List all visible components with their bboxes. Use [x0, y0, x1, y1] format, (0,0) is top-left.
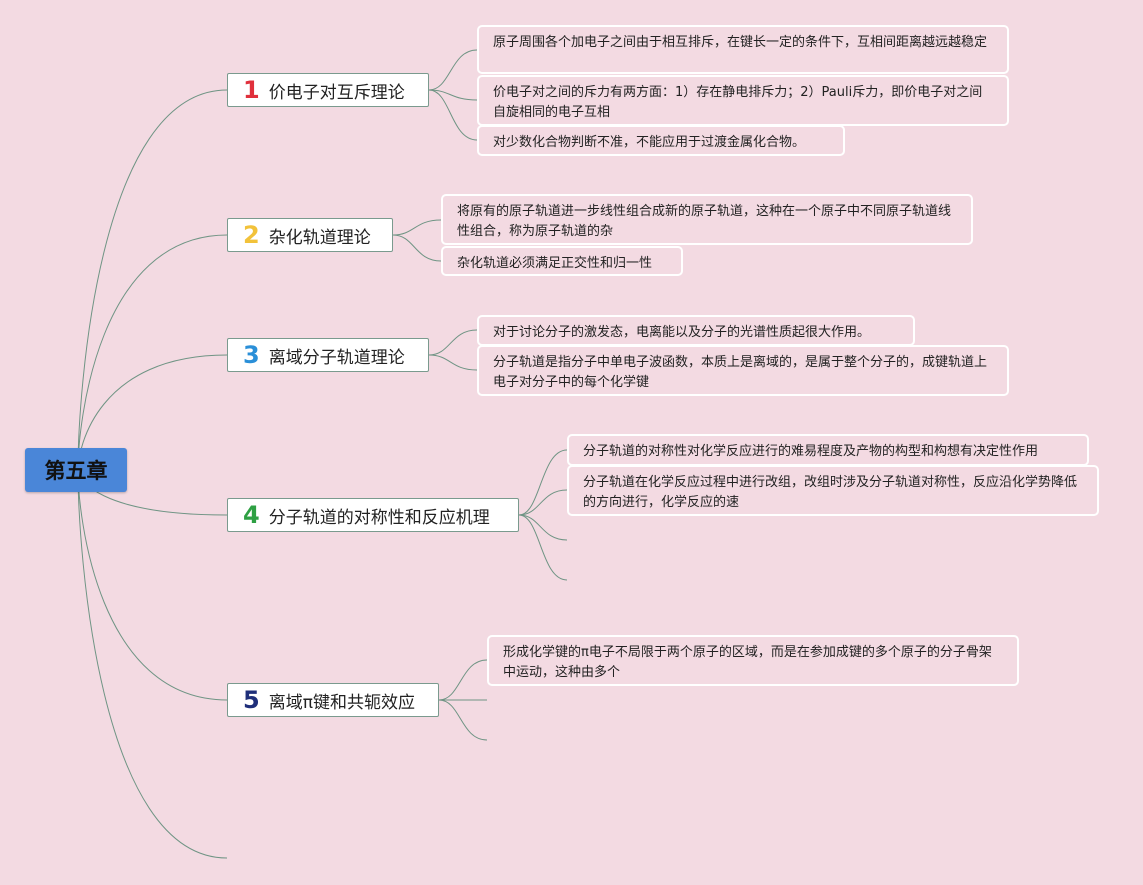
leaf-connector-5-3: [438, 699, 488, 741]
root-connector-5: [77, 469, 228, 701]
root-connector-6: [77, 469, 228, 859]
branch-node-1[interactable]: 1 价电子对互斥理论: [227, 73, 429, 107]
leaf-5-1[interactable]: 形成化学键的π电子不局限于两个原子的区域，而是在参加成键的多个原子的分子骨架中运…: [487, 635, 1019, 686]
leaf-1-2[interactable]: 价电子对之间的斥力有两方面：1）存在静电排斥力；2）Pauli斥力，即价电子对之…: [477, 75, 1009, 126]
branch-label-4: 分子轨道的对称性和反应机理: [268, 507, 490, 528]
branch-label-3: 离域分子轨道理论: [268, 347, 405, 368]
leaf-connector-4-4: [518, 514, 568, 581]
branch-label-1: 价电子对互斥理论: [268, 82, 405, 103]
branch-node-5[interactable]: 5 离域π键和共轭效应: [227, 683, 439, 717]
branch-label-2: 杂化轨道理论: [268, 227, 371, 248]
leaf-4-2[interactable]: 分子轨道在化学反应过程中进行改组，改组时涉及分子轨道对称性，反应沿化学势降低的方…: [567, 465, 1099, 516]
leaf-connector-2-1: [392, 219, 442, 236]
root-title: 第五章: [44, 459, 108, 483]
branch-label-5: 离域π键和共轭效应: [268, 692, 415, 713]
leaf-connector-3-1: [428, 329, 478, 356]
leaf-3-2[interactable]: 分子轨道是指分子中单电子波函数，本质上是离域的，是属于整个分子的，成键轨道上电子…: [477, 345, 1009, 396]
branch-number-3: 3: [243, 341, 260, 369]
root-connector-2: [77, 234, 228, 471]
leaf-connector-4-2: [518, 489, 568, 516]
leaf-3-1[interactable]: 对于讨论分子的激发态，电离能以及分子的光谱性质起很大作用。: [477, 315, 915, 346]
leaf-2-1[interactable]: 将原有的原子轨道进一步线性组合成新的原子轨道，这种在一个原子中不同原子轨道线性组…: [441, 194, 973, 245]
leaf-connector-1-3: [428, 89, 478, 141]
branch-number-2: 2: [243, 221, 260, 249]
leaf-1-1[interactable]: 原子周围各个加电子之间由于相互排斥，在键长一定的条件下，互相间距离越远越稳定: [477, 25, 1009, 74]
branch-node-3[interactable]: 3 离域分子轨道理论: [227, 338, 429, 372]
branch-number-5: 5: [243, 686, 260, 714]
leaf-2-2[interactable]: 杂化轨道必须满足正交性和归一性: [441, 246, 683, 276]
branch-number-4: 4: [243, 501, 260, 529]
root-node[interactable]: 第五章: [25, 448, 127, 492]
branch-node-2[interactable]: 2 杂化轨道理论: [227, 218, 393, 252]
leaf-connector-1-1: [428, 49, 478, 91]
leaf-connector-4-3: [518, 514, 568, 541]
leaf-connector-2-2: [392, 234, 442, 262]
leaf-1-3[interactable]: 对少数化合物判断不准，不能应用于过渡金属化合物。: [477, 125, 845, 156]
root-connector-1: [77, 89, 228, 471]
branch-number-1: 1: [243, 76, 260, 104]
branch-node-4[interactable]: 4 分子轨道的对称性和反应机理: [227, 498, 519, 532]
leaf-connector-3-2: [428, 354, 478, 371]
leaf-4-1[interactable]: 分子轨道的对称性对化学反应进行的难易程度及产物的构型和构想有决定性作用: [567, 434, 1089, 466]
leaf-connector-1-2: [428, 89, 478, 101]
leaf-connector-5-1: [438, 659, 488, 701]
leaf-connector-4-1: [518, 449, 568, 516]
